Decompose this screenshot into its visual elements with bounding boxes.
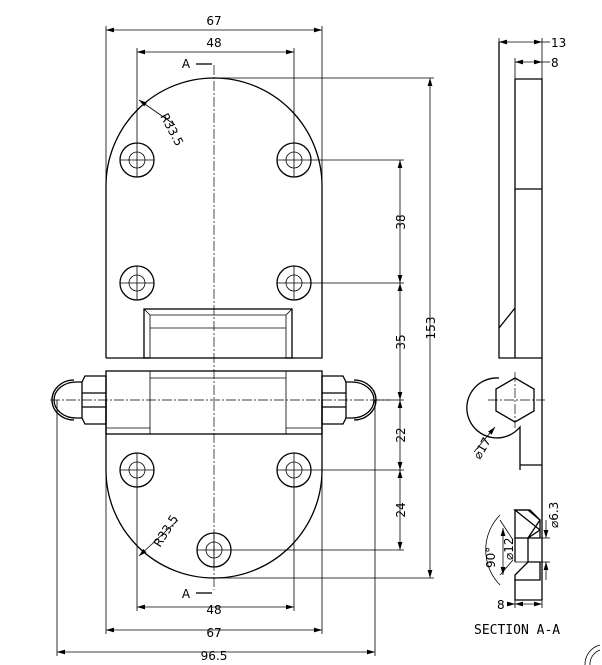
dim-knuckle-dia: ⌀17 bbox=[470, 435, 493, 461]
section-mark-top: A bbox=[182, 57, 191, 71]
mounting-holes bbox=[119, 142, 312, 568]
dim-bottom-width: 67 bbox=[206, 626, 221, 640]
dim-pin-to-hole: 22 bbox=[394, 427, 408, 442]
section-view: ⌀17 ⌀6.3 ⌀12 90° 8 13 8 SECTION A-A bbox=[466, 36, 601, 665]
dim-thickness-plate: 8 bbox=[551, 56, 559, 70]
dim-overall-width: 96.5 bbox=[201, 649, 228, 663]
dim-section-thickness: 8 bbox=[497, 598, 505, 612]
dim-hole-to-bottom-hole: 24 bbox=[394, 502, 408, 517]
hole bbox=[276, 142, 312, 178]
dim-hole-spacing-upper: 38 bbox=[394, 214, 408, 229]
dim-top-hole-spacing: 48 bbox=[206, 36, 221, 50]
dim-countersink-angle: 90° bbox=[484, 547, 498, 568]
hole bbox=[119, 142, 155, 178]
dim-thickness-total: 13 bbox=[551, 36, 566, 50]
partial-detail-arc bbox=[584, 644, 601, 665]
dim-hole-dia: ⌀6.3 bbox=[547, 502, 561, 528]
dim-hole-to-pin: 35 bbox=[394, 334, 408, 349]
dim-overall-height: 153 bbox=[424, 317, 438, 340]
hole bbox=[276, 265, 312, 301]
dim-top-width: 67 bbox=[206, 14, 221, 28]
hole bbox=[119, 265, 155, 301]
dim-bottom-hole-spacing: 48 bbox=[206, 603, 221, 617]
dim-countersink-dia: ⌀12 bbox=[502, 538, 516, 561]
front-view: 67 48 A R33.5 38 35 22 24 153 48 67 96.5… bbox=[50, 14, 438, 663]
section-mark-bottom: A bbox=[182, 587, 191, 601]
knuckle-upper bbox=[143, 308, 293, 359]
dim-top-radius: R33.5 bbox=[157, 111, 186, 149]
section-label: SECTION A-A bbox=[474, 623, 560, 638]
dim-bottom-radius: R33.5 bbox=[151, 512, 181, 549]
hole bbox=[119, 452, 155, 488]
hole bbox=[196, 532, 232, 568]
hole bbox=[276, 452, 312, 488]
